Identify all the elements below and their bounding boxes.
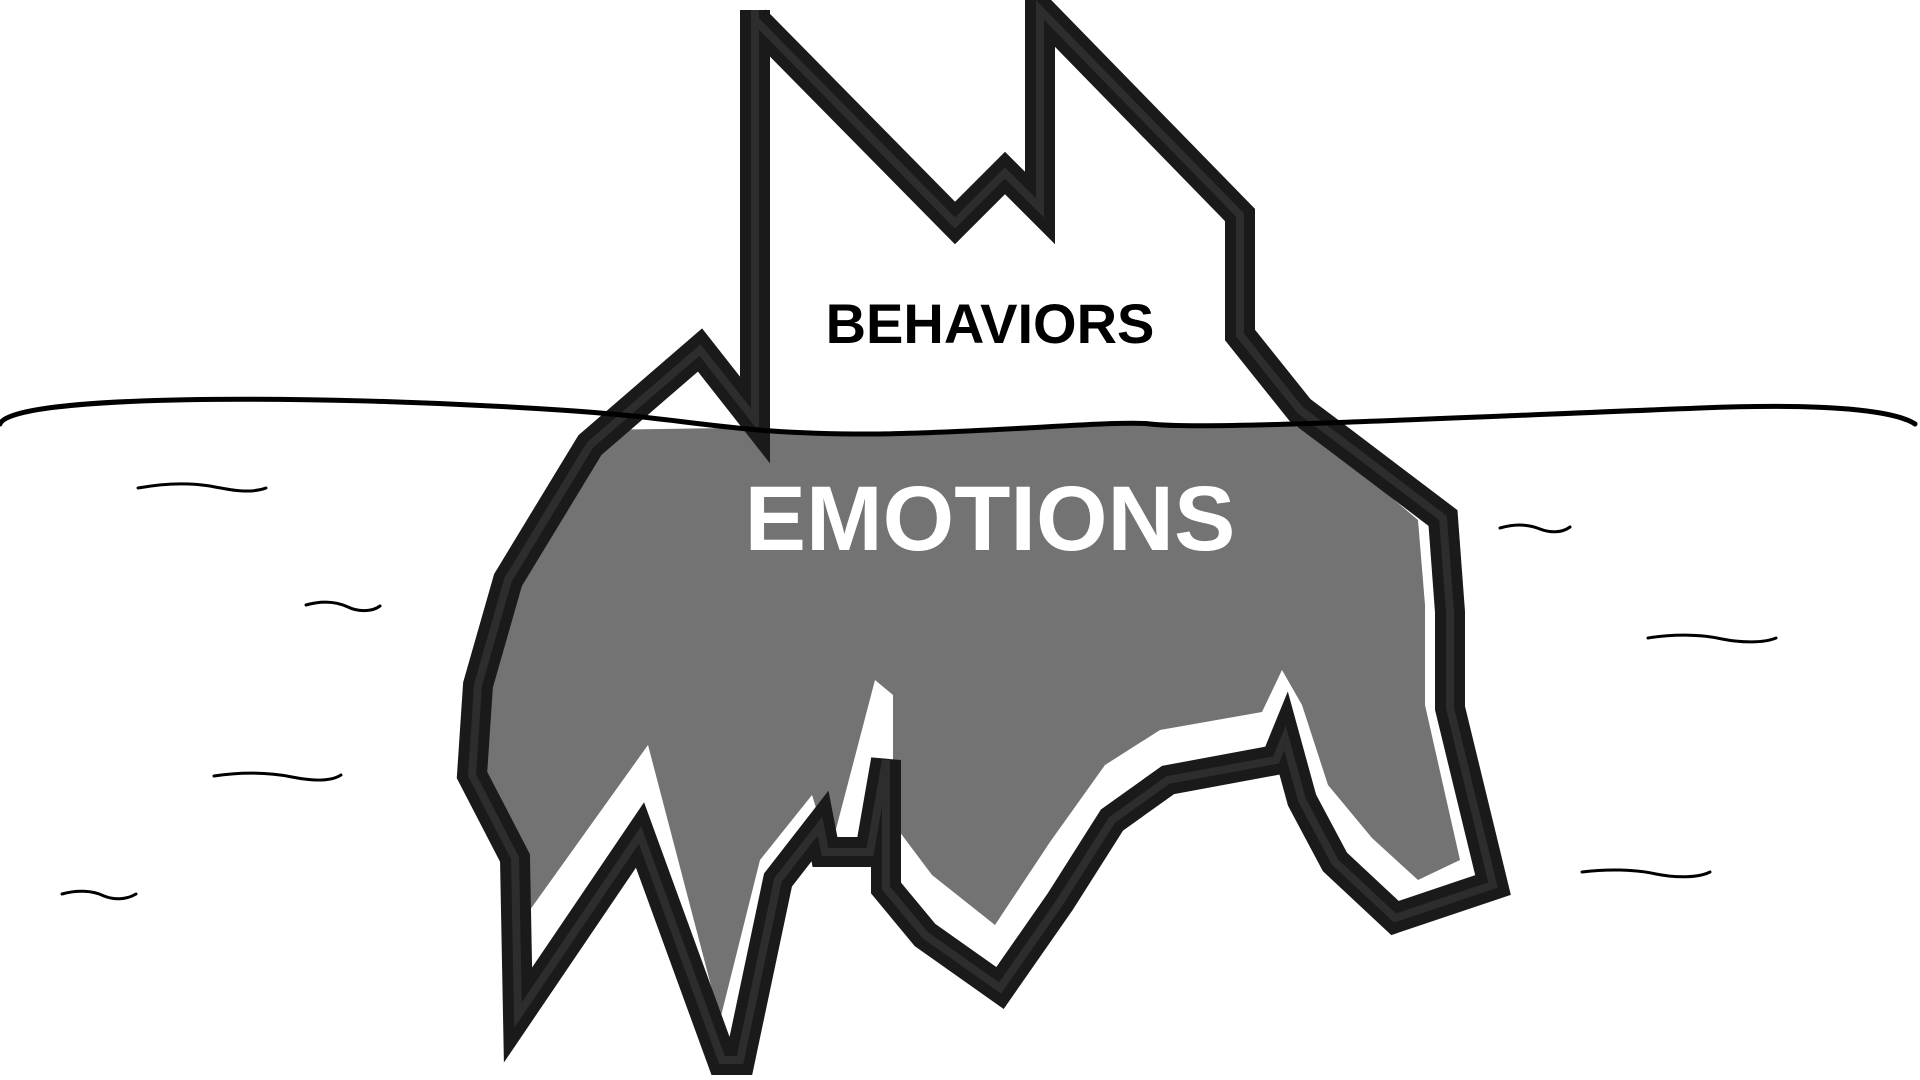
wave-mark [1498,523,1572,534]
iceberg-outline-inner [467,0,1498,1064]
wave-mark [60,889,138,901]
water-surface-line [0,396,1918,437]
wave-mark [304,600,382,613]
wave-mark [1580,868,1712,879]
wave-mark [1646,633,1778,644]
iceberg-below-water [472,420,1460,1020]
iceberg-tip-shape [590,24,1240,435]
wave-mark [212,771,343,782]
waves-right [1498,523,1778,879]
emotions-label: EMOTIONS [745,468,1236,570]
iceberg-above-water [590,24,1240,435]
wave-mark [136,482,268,493]
waves-left [60,482,382,901]
behaviors-label: BEHAVIORS [826,292,1155,355]
iceberg-base-shape [472,420,1460,1020]
